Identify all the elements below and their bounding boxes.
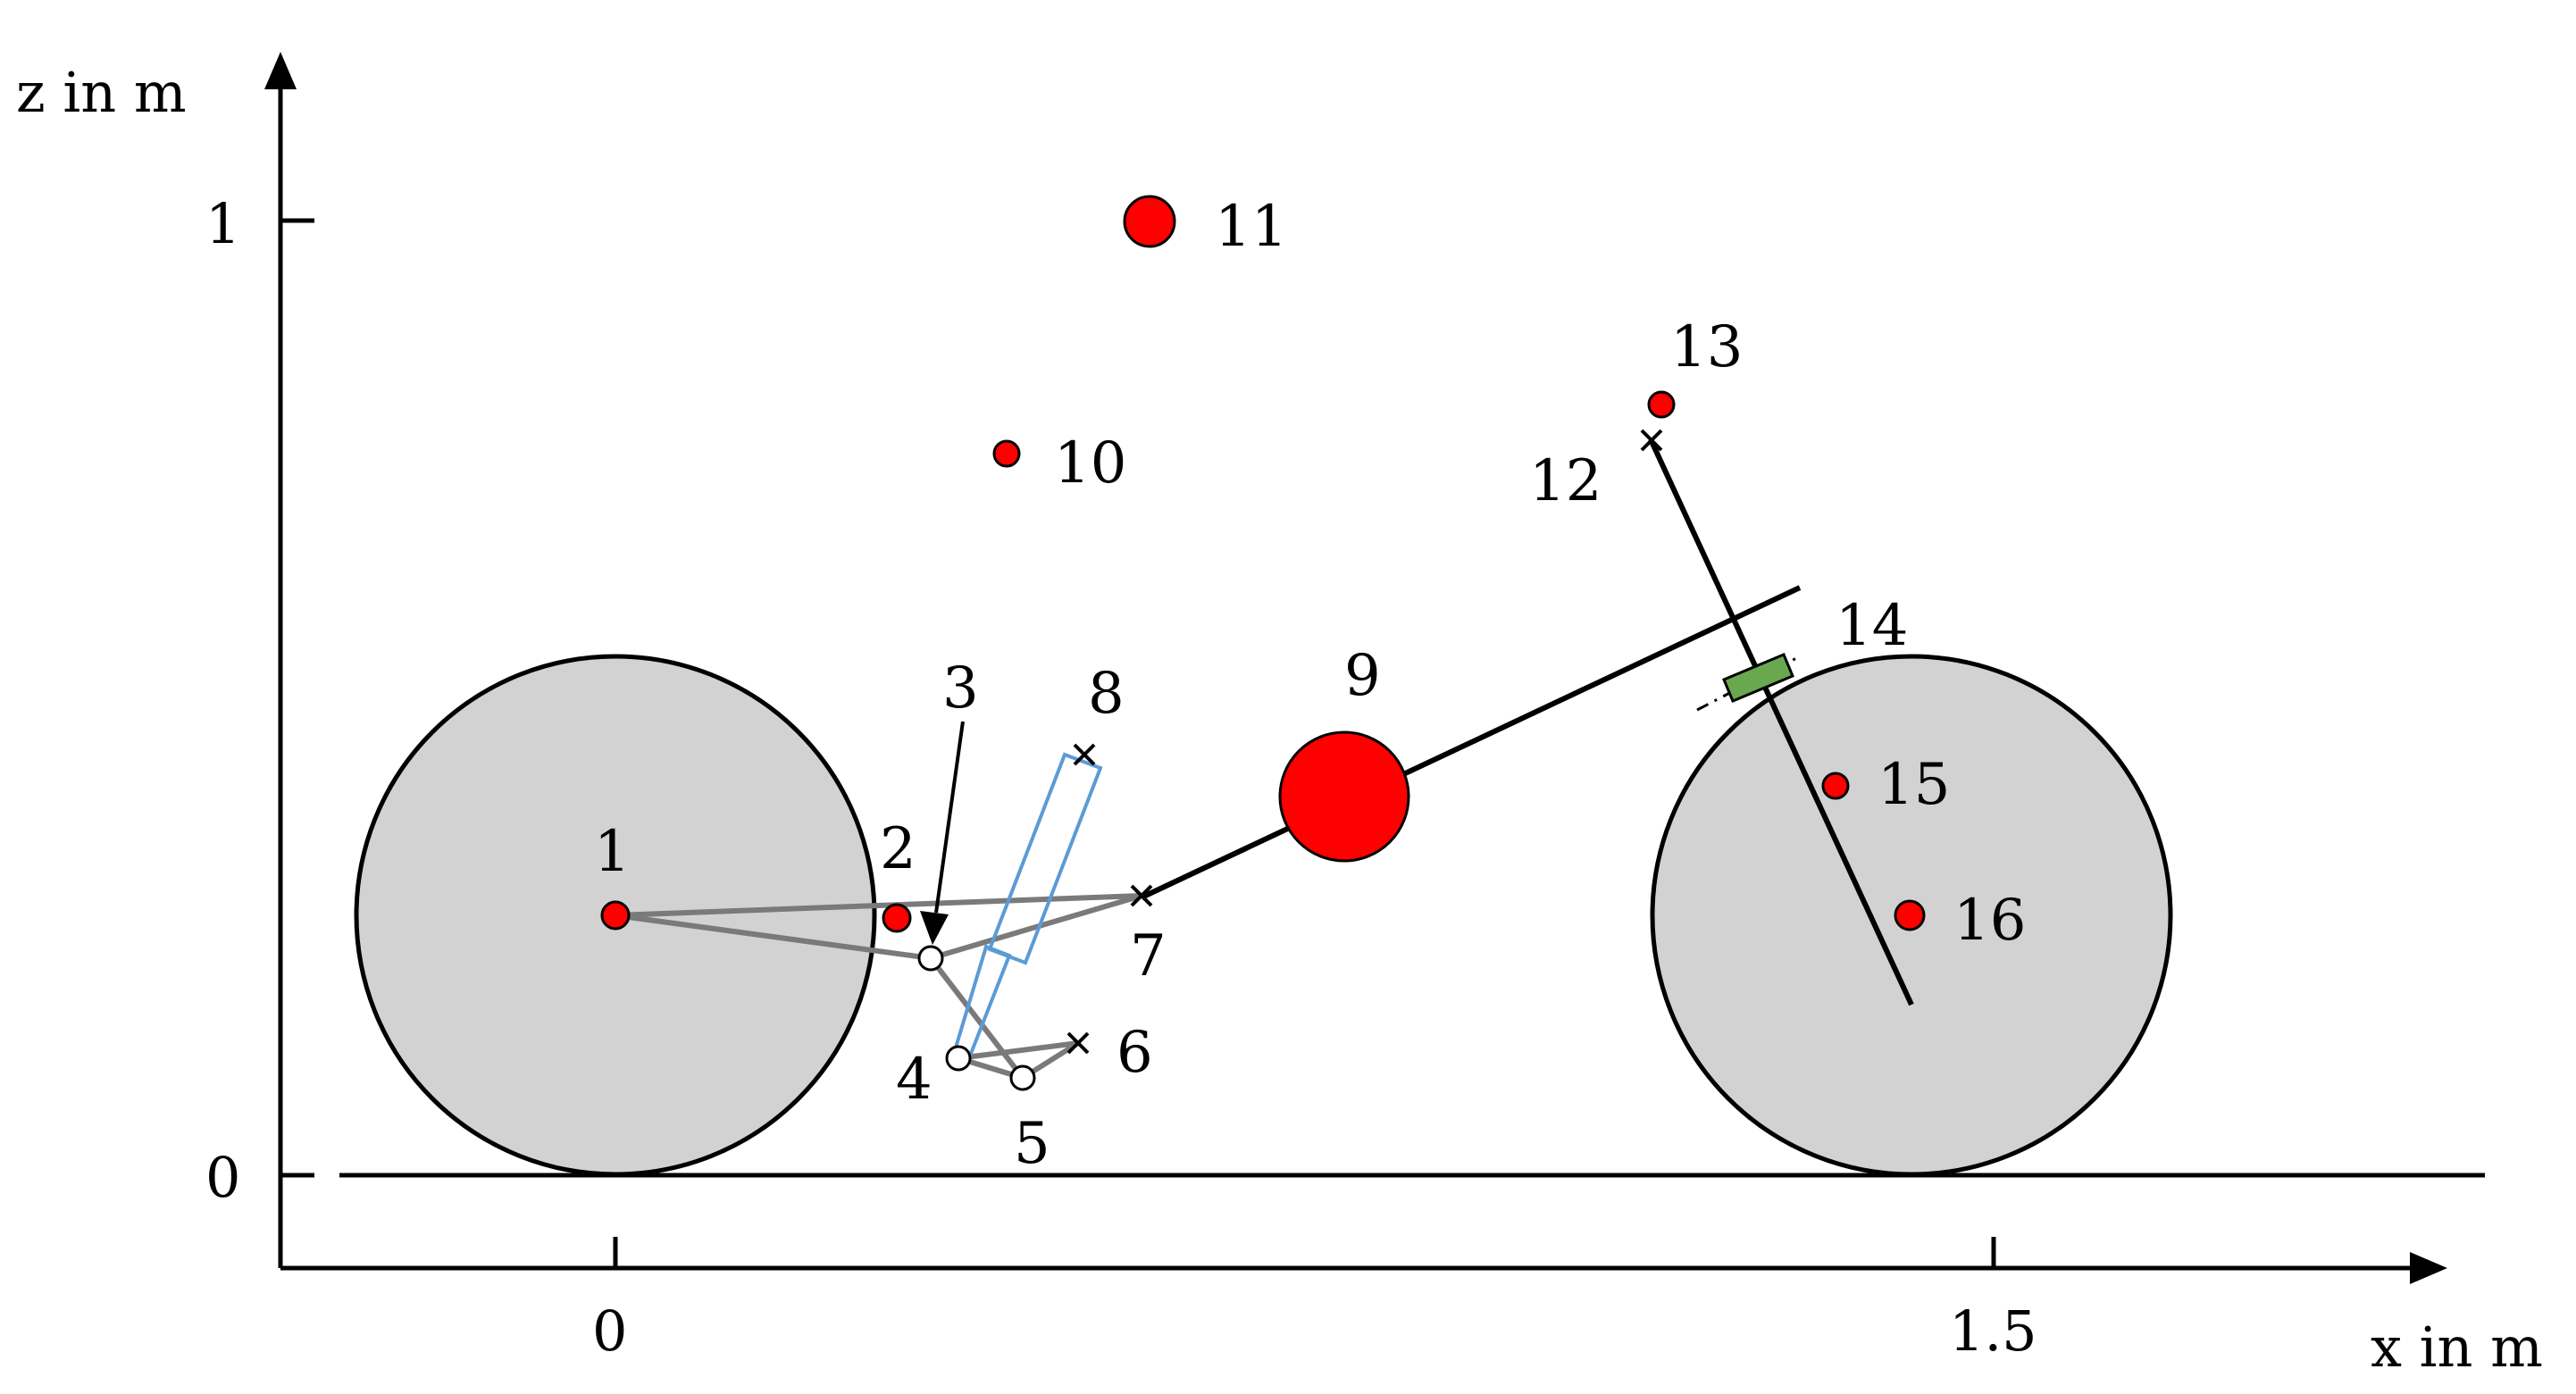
mass-point-10 bbox=[992, 439, 1021, 468]
label-16: 16 bbox=[1953, 888, 2026, 954]
arrow-to-joint-3 bbox=[920, 721, 965, 945]
cross-marker-6 bbox=[1066, 1031, 1090, 1055]
mass-point-1 bbox=[600, 900, 631, 931]
label-15: 15 bbox=[1878, 752, 1950, 818]
joint-3 bbox=[917, 945, 944, 972]
frame-main-line bbox=[1140, 585, 1802, 900]
label-1: 1 bbox=[594, 819, 631, 885]
steering-bearing-rect bbox=[1722, 653, 1794, 703]
joint-5 bbox=[1009, 1064, 1036, 1091]
label-14: 14 bbox=[1836, 593, 1908, 659]
label-8: 8 bbox=[1088, 661, 1125, 727]
shock-upper-body bbox=[987, 752, 1103, 965]
link-1-3 bbox=[615, 913, 932, 961]
z-axis-arrowhead bbox=[264, 52, 297, 89]
mass-point-9 bbox=[1278, 730, 1410, 863]
label-12: 12 bbox=[1529, 448, 1602, 514]
label-6: 6 bbox=[1117, 1020, 1153, 1086]
label-5: 5 bbox=[1014, 1111, 1050, 1177]
cross-marker-8 bbox=[1073, 743, 1096, 766]
joint-4 bbox=[945, 1045, 972, 1072]
x-axis-label: x in m bbox=[2371, 1315, 2543, 1380]
mass-point-16 bbox=[1894, 899, 1926, 931]
label-7: 7 bbox=[1130, 923, 1167, 989]
label-3: 3 bbox=[942, 655, 979, 722]
point-labels: 1 2 3 4 5 6 7 8 9 10 11 12 13 14 15 16 bbox=[594, 194, 2026, 1177]
mass-point-2 bbox=[882, 903, 912, 933]
steering-axis-line bbox=[1648, 438, 1914, 1006]
steering-bearing bbox=[1722, 653, 1794, 703]
mass-point-11 bbox=[1123, 195, 1176, 248]
axes bbox=[264, 52, 2485, 1284]
joints bbox=[917, 945, 1036, 1091]
z-tick-label-0: 0 bbox=[205, 1145, 240, 1210]
x-axis-arrowhead bbox=[2410, 1252, 2447, 1284]
label-10: 10 bbox=[1054, 430, 1126, 497]
x-tick-label-1-5: 1.5 bbox=[1949, 1298, 2037, 1364]
label-11: 11 bbox=[1215, 194, 1287, 260]
link-4-6 bbox=[958, 1040, 1079, 1061]
z-tick-label-1: 1 bbox=[205, 191, 240, 256]
z-axis-label: z in m bbox=[16, 60, 187, 125]
mass-points bbox=[600, 195, 1926, 933]
x-tick-label-0: 0 bbox=[592, 1298, 627, 1364]
label-9: 9 bbox=[1344, 643, 1381, 709]
link-1-7 bbox=[615, 893, 1142, 918]
cross-marker-7 bbox=[1130, 884, 1153, 907]
link-3-7 bbox=[930, 893, 1142, 961]
label-4: 4 bbox=[896, 1047, 933, 1113]
link-3-5 bbox=[928, 956, 1025, 1080]
label-2: 2 bbox=[880, 816, 916, 882]
label-13: 13 bbox=[1670, 314, 1743, 380]
mass-point-15 bbox=[1821, 772, 1850, 800]
cross-markers bbox=[1066, 429, 1663, 1055]
cross-marker-12 bbox=[1640, 429, 1663, 452]
mass-point-13 bbox=[1647, 390, 1676, 419]
